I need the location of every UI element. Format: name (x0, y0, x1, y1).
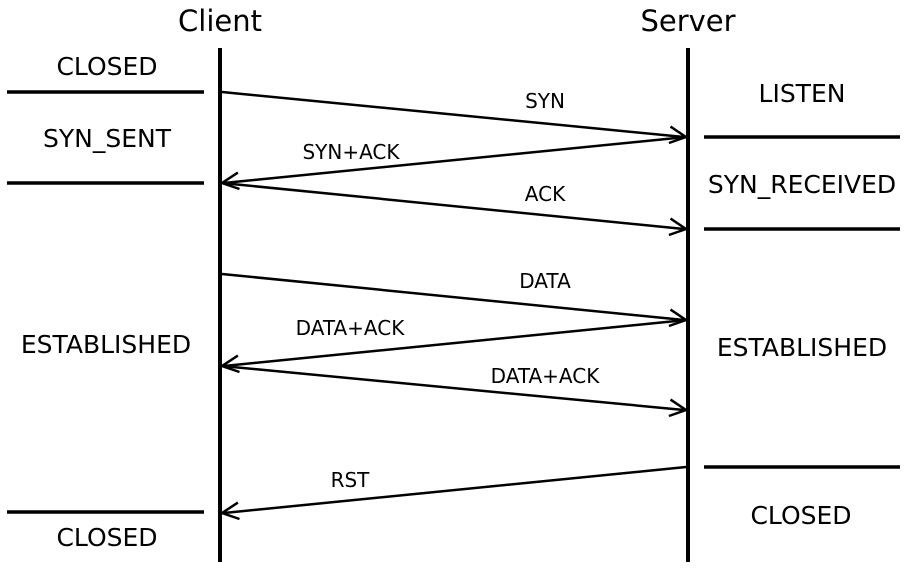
client-state-closed: CLOSED (56, 52, 157, 81)
server-state-closed: CLOSED (750, 501, 851, 530)
data-ack-label-2: DATA+ACK (491, 364, 601, 388)
client-state-syn-sent: SYN_SENT (43, 124, 172, 153)
server-title: Server (640, 4, 735, 38)
data-ack-arrow-to-server (221, 364, 689, 418)
client-state-established: ESTABLISHED (21, 330, 191, 359)
client-title: Client (178, 4, 262, 38)
rst-arrow (219, 465, 687, 521)
syn-ack-label: SYN+ACK (302, 140, 400, 164)
syn-label: SYN (525, 89, 565, 113)
server-state-established: ESTABLISHED (717, 333, 887, 362)
data-label: DATA (519, 269, 571, 293)
syn-ack-arrow (219, 135, 687, 191)
ack-label: ACK (525, 182, 566, 206)
data-arrow (221, 272, 689, 328)
client-state-closed-final: CLOSED (56, 523, 157, 552)
rst-label: RST (331, 468, 371, 492)
server-state-listen: LISTEN (759, 79, 846, 108)
data-ack-label-1: DATA+ACK (296, 316, 406, 340)
ack-arrow (221, 181, 689, 237)
server-state-syn-received: SYN_RECEIVED (708, 170, 896, 199)
data-ack-arrow-to-client (219, 318, 687, 374)
syn-arrow (221, 90, 689, 145)
